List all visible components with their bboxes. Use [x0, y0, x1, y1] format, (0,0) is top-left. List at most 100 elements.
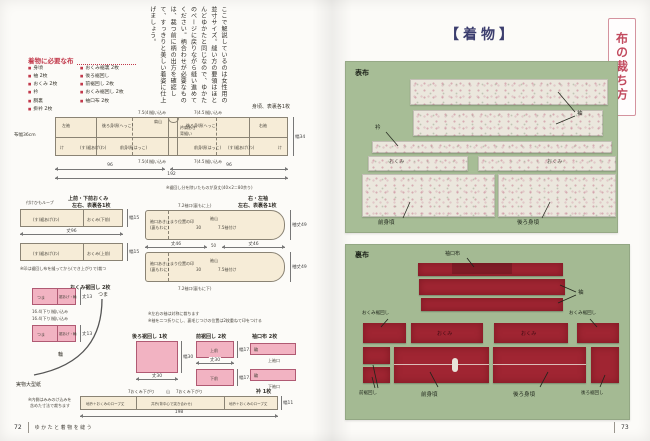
okumi-header: 上前・下前おくみ	[68, 196, 109, 202]
cell-label: 地衿＋おくみのローブ丈	[229, 402, 268, 406]
dimension-label: 96	[225, 163, 233, 168]
ura-okumi-strip-left	[411, 323, 483, 343]
piece-count-note: 身頃、表裏各1枚	[251, 104, 290, 110]
list-item-label: 袖口布 2枚	[85, 98, 110, 104]
list-item-label: おくみ裾回し 2枚	[85, 90, 124, 96]
list-item-label: おくみ 2枚	[33, 82, 58, 88]
okumi-label: おくみ	[437, 331, 453, 337]
cell-label: 後ろ身頃(へっこ)	[186, 123, 218, 128]
dimension-label: 幅11	[283, 401, 294, 406]
ura-back-body-piece	[493, 347, 586, 383]
mark-label: 袖口あき止まり位置の印	[150, 219, 194, 224]
fabric-width-label: 布幅36cm	[14, 133, 36, 138]
tsuma-curve	[33, 298, 103, 376]
sleeve-yama-label: 袖山	[210, 258, 218, 263]
body-pattern-bar: 左袖 後ろ身頃(へっこ) 後ろ身頃(へっこ) 右袖 け (す)裾あげ(わ) 前身…	[55, 117, 288, 156]
right-page: 【着物】 布の裁ち方 表布 袖 衿 おくみ おくみ 前身頃 後ろ身頃	[325, 0, 650, 441]
list-item: 袖 2枚	[28, 73, 57, 81]
right-page-footer: 73	[614, 422, 629, 433]
list-item: 身頃	[28, 65, 57, 73]
cut-line	[224, 397, 225, 409]
dimension-label: 50	[211, 243, 217, 248]
dimension-label: 192	[166, 172, 177, 177]
mae-migoro-label: 前身頃	[421, 392, 438, 398]
dimension-label: 幅17.5	[239, 347, 254, 353]
ura-sodeguchi-strip	[418, 263, 563, 276]
cut-line	[57, 289, 58, 304]
sodeguchi-piece-2: 輪	[250, 369, 296, 381]
actual-size-label: 実物大型紙	[16, 382, 42, 388]
dimension-label: 丈30	[208, 357, 222, 363]
cut-line	[136, 397, 137, 409]
loop-label: 付けひもループ	[26, 200, 54, 205]
cell-label: け	[60, 145, 64, 150]
omote-okumi-strip-left	[368, 156, 468, 171]
page-title: 【着物】	[445, 27, 517, 43]
mark-label: (裏もわに)	[150, 225, 170, 230]
dimension-line: 丈46	[222, 241, 285, 249]
ushiro-suso-header: 後ろ裾回し 1枚	[132, 334, 168, 340]
okumi-label: おくみ	[547, 159, 563, 165]
left-page: ここで解説しているのは女性用の並寸サイズ。縫い方の要領はほとんどゆかたと同じなの…	[0, 0, 325, 441]
sleeve-opening-line	[168, 211, 169, 239]
cut-line	[249, 118, 250, 155]
okumi-bar-1: (す)裾あげ(わ) おくみ(下前)	[20, 209, 123, 227]
list-item-label: 衿	[33, 90, 39, 96]
panel-label: 表布	[355, 69, 369, 77]
cell-label: (す)裾あげ(わ)	[33, 251, 60, 256]
ura-okumi-suso-left	[363, 323, 406, 343]
cut-line	[83, 244, 84, 260]
cell-label: (す)裾あげ(わ)	[80, 145, 107, 150]
mae-suso-piece-1: 上前	[196, 341, 234, 358]
page-number: 72	[14, 424, 22, 431]
dotted-rule	[76, 60, 136, 65]
cut-line-dashed	[216, 118, 217, 155]
omote-okumi-strip-right	[478, 156, 616, 171]
dimension-line-vertical: 袖丈49	[290, 210, 307, 240]
center-back-line	[177, 118, 178, 155]
ushiro-migoro-label: 後ろ身頃	[513, 392, 536, 398]
sleeve-num-label: 30	[196, 225, 202, 230]
omote-front-body-piece	[362, 174, 495, 217]
omote-collar-strip	[372, 141, 612, 153]
okumi-suso-piece-1: つま 裾あげ・輪	[32, 288, 77, 305]
list-item: おくみ 2枚	[28, 81, 57, 89]
collar-note: ※内側はみみのけ込みを	[28, 397, 72, 402]
sode-label: 袖	[578, 290, 584, 296]
dimension-line-vertical: 丈13	[80, 288, 92, 305]
dimension-label: 幅30	[183, 355, 194, 360]
dimension-line: 96	[55, 163, 165, 171]
sleeve-subheader: 左右、表裏各1枚	[238, 203, 277, 209]
sleeve-note: ※袖を二つ折りにし、裏毛じつけの位置は2枚重ねて印をつける	[148, 318, 262, 323]
seam-note: 16.4(下り)縫い込み	[32, 316, 69, 321]
list-item: 袖口布 2枚	[80, 98, 124, 106]
dimension-line-vertical: 幅30	[181, 341, 193, 373]
okumi-label: おくみ	[389, 159, 405, 165]
list-item: おくみ裾回し 2枚	[80, 89, 124, 97]
sleeve-header: 右・左袖	[248, 196, 269, 202]
dimension-line: 198	[80, 410, 278, 418]
omote-sleeve-strip-1	[410, 79, 608, 105]
dimension-label: 198	[173, 410, 185, 415]
dimension-line-vertical: 幅17.5	[237, 369, 254, 386]
cell-label: 後ろ身頃(へっこ)	[102, 123, 134, 128]
cell-label: つま	[37, 295, 45, 300]
cell-label: 上前	[210, 348, 218, 353]
list-item: 胴裏	[28, 98, 57, 106]
ura-mae-suso-piece-2	[363, 367, 390, 383]
cut-line	[57, 326, 58, 341]
ushiro-suso-label: 後ろ裾回し	[581, 391, 604, 396]
seam-line	[394, 364, 489, 365]
cell-label: 裾あげ・輪	[59, 295, 77, 299]
dimension-line: 丈30	[136, 373, 178, 381]
okumi-subheader: 左右、表裏各1枚	[72, 203, 111, 209]
okumi-suso-label: おくみ裾回し	[362, 311, 390, 316]
collar-bar: 地衿＋おくみのローブ丈 共衿(背中心で突き合わせ) 地衿＋おくみのローブ丈	[80, 396, 278, 410]
ura-ushiro-suso-piece	[591, 347, 619, 383]
dimension-label: 丈96	[65, 228, 78, 234]
materials-heading-text: 着物に必要な布	[28, 57, 74, 65]
dimension-label: 96	[106, 163, 114, 168]
dimension-line-vertical: 丈13	[80, 325, 92, 342]
white-patch	[452, 358, 458, 372]
seam-note: 16.4(下り)縫い込み	[32, 309, 69, 314]
